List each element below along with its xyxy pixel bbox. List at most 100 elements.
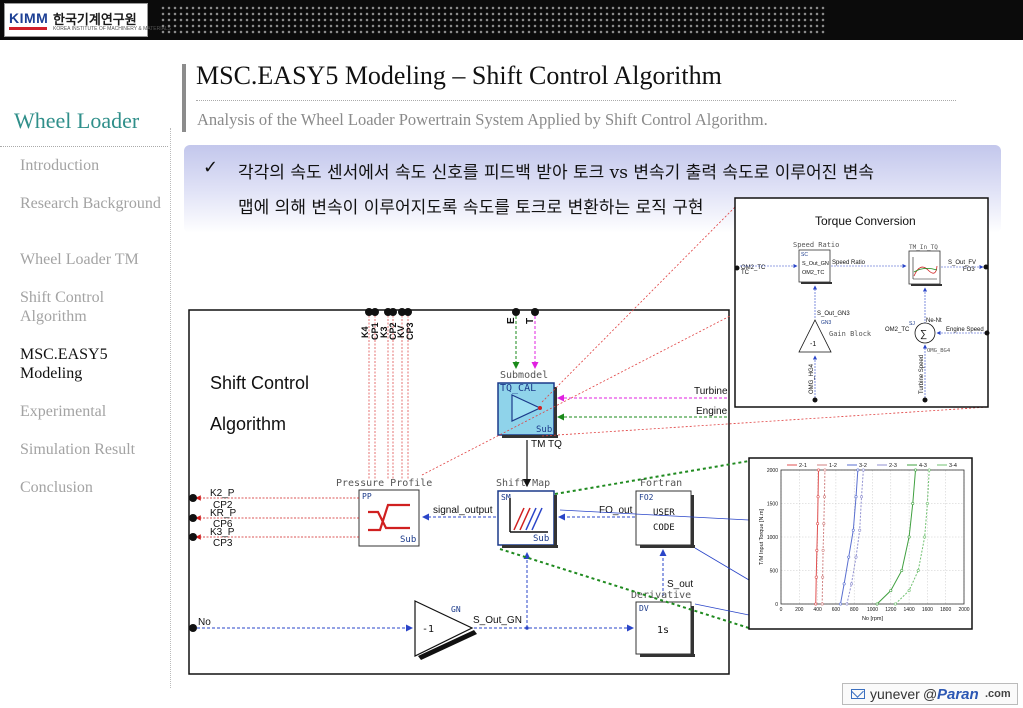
chart-data-point bbox=[822, 495, 826, 499]
main-label-line-2: Algorithm bbox=[210, 414, 286, 434]
output-label: CP6 bbox=[213, 519, 233, 530]
tc-gain-block[interactable] bbox=[798, 319, 832, 353]
footer-at: @ bbox=[923, 686, 938, 702]
logo-abbr: KIMM bbox=[9, 10, 49, 26]
submodel-sub-tag: Sub bbox=[536, 425, 552, 435]
torque-conversion-title: Torque Conversion bbox=[815, 214, 916, 228]
chart-data-point bbox=[814, 575, 818, 579]
title-accent-bar bbox=[182, 64, 186, 132]
s-out-label: S_out bbox=[667, 579, 693, 590]
fortran-line-1: USER bbox=[653, 508, 675, 518]
tc-gain-input-label: S_Out_GN3 bbox=[817, 311, 850, 317]
nav-item-wheel-loader-tm[interactable]: Wheel Loader TM bbox=[20, 251, 139, 268]
chart-series-line bbox=[895, 469, 930, 605]
chart-data-point bbox=[821, 575, 825, 579]
page-subtitle: Analysis of the Wheel Loader Powertrain … bbox=[197, 110, 768, 129]
top-port-e-label: E bbox=[506, 317, 517, 324]
output-label: KR_P bbox=[210, 508, 236, 519]
no-input-label: No bbox=[198, 617, 211, 628]
chart-data-point bbox=[845, 602, 849, 606]
chart-x-tick-label: 2000 bbox=[958, 607, 969, 613]
gain-value: -1 bbox=[422, 624, 434, 635]
chart-data-point bbox=[817, 468, 821, 472]
nav-item-shift-control-algorithm[interactable]: Shift Control Algorithm bbox=[20, 289, 105, 325]
chart-data-point bbox=[854, 495, 858, 499]
chart-data-point bbox=[816, 495, 820, 499]
footer-tld: .com bbox=[985, 688, 1011, 700]
chart-data-point bbox=[889, 589, 893, 593]
sum-block[interactable] bbox=[914, 322, 936, 344]
chart-data-point bbox=[838, 602, 842, 606]
page-title: MSC.EASY5 Modeling – Shift Control Algor… bbox=[196, 61, 722, 90]
chart-data-point bbox=[847, 555, 851, 559]
gain-code: GN bbox=[451, 605, 461, 614]
check-icon: ✓ bbox=[203, 157, 219, 178]
top-port-label: K4 bbox=[360, 326, 370, 338]
chart-y-tick-label: 1500 bbox=[767, 502, 778, 508]
shift-map-block[interactable] bbox=[497, 490, 555, 546]
chart-data-point bbox=[822, 522, 826, 526]
speed-ratio-inner-2: OM2_TC bbox=[802, 270, 824, 276]
top-port-label: KV bbox=[396, 325, 406, 338]
chart-x-tick-label: 400 bbox=[813, 607, 822, 613]
logo-accent-bar bbox=[9, 27, 47, 30]
tq-output-port: FO3 bbox=[963, 267, 975, 273]
nav-divider bbox=[0, 146, 168, 147]
tc-gain-value: -1 bbox=[810, 341, 816, 348]
chart-data-point bbox=[820, 602, 824, 606]
engine-speed-label: Engine Speed bbox=[946, 327, 984, 333]
chart-data-point bbox=[861, 468, 865, 472]
top-port-label: K3 bbox=[379, 326, 389, 338]
decorative-dot-band bbox=[160, 5, 825, 34]
chart-legend-label: 3-2 bbox=[859, 463, 867, 469]
chart-data-point bbox=[816, 522, 820, 526]
chart-legend-label: 1-2 bbox=[829, 463, 837, 469]
fo-out-label: FO_out bbox=[599, 505, 633, 516]
turbine-label: Turbine bbox=[694, 386, 728, 397]
chart-data-point bbox=[893, 602, 897, 606]
output-label: K2_P bbox=[210, 488, 235, 499]
nav-item-simulation-result[interactable]: Simulation Result bbox=[20, 441, 136, 458]
nav-item-research-background[interactable]: Research Background bbox=[20, 195, 161, 212]
gain-block[interactable] bbox=[414, 600, 474, 657]
shift-map-code: SM bbox=[501, 493, 511, 502]
nav-item-introduction[interactable]: Introduction bbox=[20, 157, 100, 174]
nav-item-experimental[interactable]: Experimental bbox=[20, 403, 107, 420]
speed-ratio-code: SC bbox=[801, 252, 808, 258]
title-divider bbox=[196, 100, 956, 101]
chart-x-tick-label: 1800 bbox=[940, 607, 951, 613]
chart-data-point bbox=[907, 535, 911, 539]
chart-data-point bbox=[814, 602, 818, 606]
pressure-profile-block[interactable] bbox=[358, 489, 420, 547]
sum-bottom-label: OMG_BG4 bbox=[927, 348, 951, 354]
chart-data-point bbox=[916, 568, 920, 572]
speed-ratio-block[interactable] bbox=[798, 249, 831, 283]
chart-y-tick-label: 0 bbox=[775, 602, 778, 608]
chart-x-tick-label: 200 bbox=[795, 607, 804, 613]
chart-x-tick-label: 0 bbox=[780, 607, 783, 613]
chart-data-point bbox=[911, 501, 915, 505]
chart-data-point bbox=[821, 548, 825, 552]
shift-map-sub-tag: Sub bbox=[533, 534, 549, 544]
top-port-label: CP1 bbox=[370, 322, 380, 340]
chart-data-point bbox=[842, 582, 846, 586]
sum-input-label: OM2_TC bbox=[885, 327, 910, 333]
chart-x-axis-label: No [rpm] bbox=[862, 616, 884, 622]
tq-output-label: S_Out_FV bbox=[948, 260, 976, 266]
chart-data-point bbox=[875, 602, 879, 606]
chart-legend-label: 4-3 bbox=[919, 463, 927, 469]
sum-code: SJ bbox=[909, 321, 915, 327]
callout-connectors bbox=[421, 202, 990, 629]
nav-item-conclusion[interactable]: Conclusion bbox=[20, 479, 93, 496]
top-port-group-left: K4 CP1 K3 CP2 KV CP3 bbox=[360, 308, 415, 480]
chart-data-point bbox=[900, 568, 904, 572]
logo-korean-name: 한국기계연구원 bbox=[53, 13, 137, 28]
gain-output-label: S_Out_GN bbox=[473, 615, 522, 626]
submodel-caption: Submodel bbox=[500, 370, 548, 381]
nav-item-msc-easy5-modeling[interactable]: MSC.EASY5 Modeling bbox=[20, 346, 108, 382]
main-label-line-1: Shift Control bbox=[210, 373, 309, 393]
fortran-user-code-block[interactable] bbox=[635, 490, 692, 546]
pressure-profile-code: PP bbox=[362, 492, 372, 501]
chart-y-tick-label: 500 bbox=[770, 569, 779, 575]
footer-brand: Paran bbox=[937, 686, 979, 703]
